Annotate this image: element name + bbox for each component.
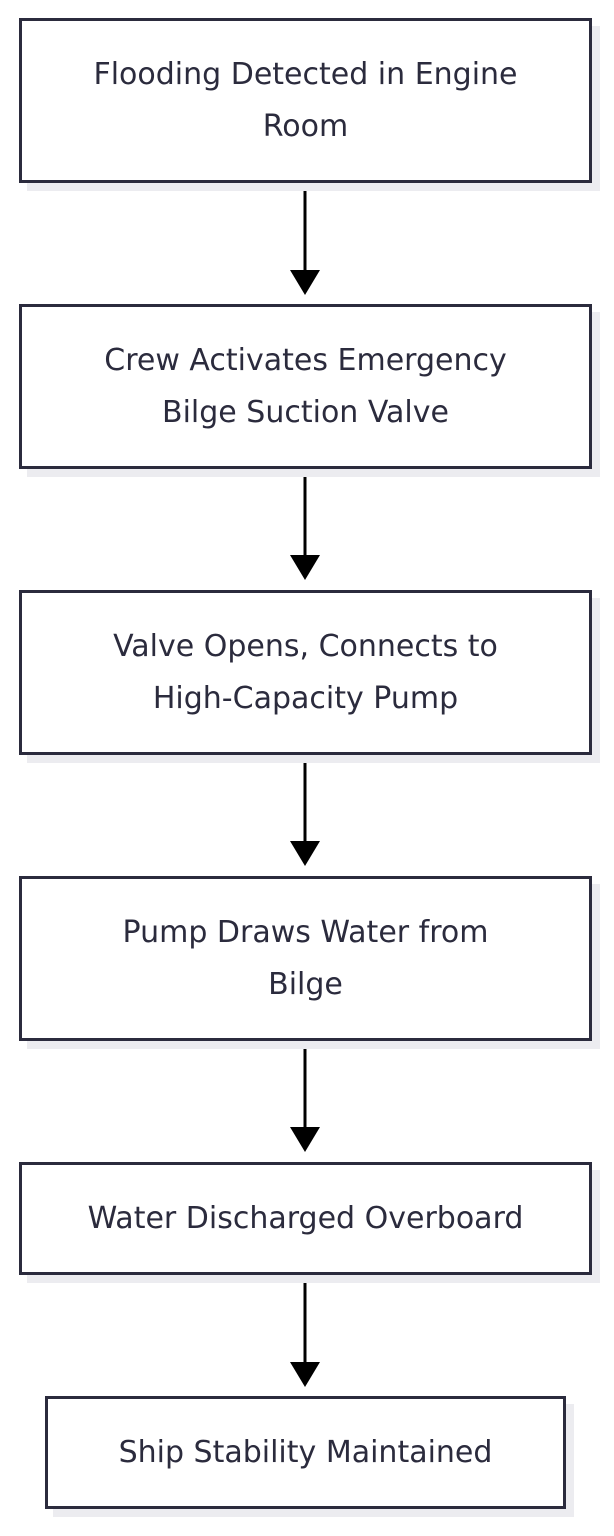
step-text-line: Water Discharged Overboard: [87, 1200, 524, 1236]
step-text-line: Bilge: [268, 966, 343, 1002]
step-text-line: Room: [262, 108, 349, 144]
flow-step-ship-stability: Ship Stability Maintained: [45, 1396, 566, 1509]
arrowhead-2-3: [290, 555, 320, 580]
arrowhead-5-6: [290, 1362, 320, 1387]
flow-step-water-discharged: Water Discharged Overboard: [19, 1162, 592, 1275]
step-text-line: Valve Opens, Connects to: [113, 628, 498, 664]
flow-step-flooding-detected: Flooding Detected in Engine Room: [19, 18, 592, 183]
arrowhead-1-2: [290, 270, 320, 295]
step-text-line: Flooding Detected in Engine: [93, 56, 518, 92]
step-text-line: Bilge Suction Valve: [162, 394, 449, 430]
arrowhead-4-5: [290, 1127, 320, 1152]
step-text-line: Ship Stability Maintained: [118, 1434, 493, 1470]
step-text-line: Crew Activates Emergency: [104, 342, 507, 378]
step-text-line: Pump Draws Water from: [122, 914, 489, 950]
flow-step-crew-activates-valve: Crew Activates Emergency Bilge Suction V…: [19, 304, 592, 469]
flow-step-valve-opens: Valve Opens, Connects to High-Capacity P…: [19, 590, 592, 755]
step-text-line: High-Capacity Pump: [152, 680, 459, 716]
flow-step-pump-draws-water: Pump Draws Water from Bilge: [19, 876, 592, 1041]
arrowhead-3-4: [290, 841, 320, 866]
